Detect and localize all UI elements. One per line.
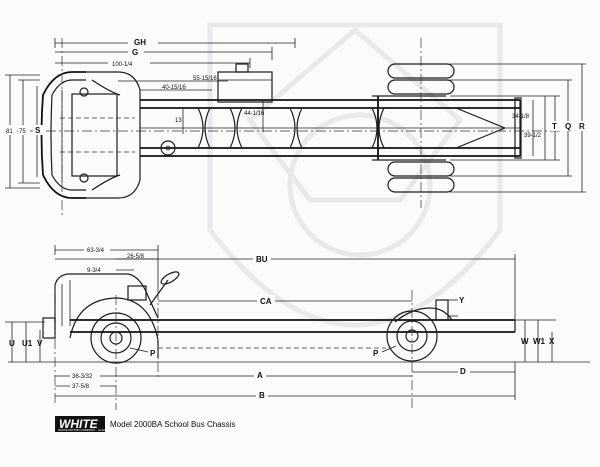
dim-y: Y: [459, 296, 465, 305]
dim-d: D: [460, 367, 466, 376]
white-logo: [55, 416, 105, 432]
plan-dimensions: GH G 100-1/4 55-15/16 40-15/16 44-1/16 1…: [5, 36, 587, 193]
side-view: [8, 271, 590, 410]
dim-44: 44-1/16: [244, 111, 265, 117]
dim-81: 81: [6, 129, 13, 135]
dim-75: 75: [19, 129, 26, 135]
dim-u: U: [9, 339, 15, 348]
dim-q: Q: [565, 122, 571, 131]
dim-37: 37-5/8: [72, 384, 90, 390]
dim-w: W: [521, 337, 529, 346]
dim-p-rear: P: [373, 349, 379, 358]
logo-subtext: WHITE MOTOR COMPANY · CLEVELAND, OHIO: [58, 428, 126, 432]
dim-9: 9-3/4: [87, 268, 101, 274]
dim-w1: W1: [533, 337, 546, 346]
dim-55: 55-15/16: [193, 76, 217, 82]
dim-r: R: [579, 122, 585, 131]
watermark-emblem: [207, 22, 503, 328]
logo-text: WHITE: [59, 417, 99, 431]
dim-63: 63-3/4: [87, 248, 105, 254]
plan-view: [10, 38, 560, 215]
model-caption: Model 2000BA School Bus Chassis: [110, 420, 235, 429]
dim-39: 39-1/2: [524, 133, 542, 139]
caption: WHITE WHITE MOTOR COMPANY · CLEVELAND, O…: [55, 416, 235, 432]
dim-s: S: [35, 126, 41, 135]
dim-34: 34-1/8: [512, 114, 530, 120]
dim-bu: BU: [256, 255, 268, 264]
dim-100: 100-1/4: [112, 62, 133, 68]
dim-u1: U1: [22, 339, 33, 348]
dim-40: 40-15/16: [162, 85, 186, 91]
dim-v: V: [37, 339, 43, 348]
dim-a: A: [257, 371, 263, 380]
side-dimensions: 63-3/4 26-5/8 9-3/4 BU CA Y U U1 V W W1: [5, 244, 556, 400]
dim-t: T: [552, 122, 557, 131]
dim-g: G: [132, 48, 138, 57]
dim-x: X: [549, 337, 555, 346]
dim-p-front: P: [150, 349, 156, 358]
dim-36: 36-3/32: [72, 374, 93, 380]
dim-b: B: [259, 391, 265, 400]
dim-26: 26-5/8: [127, 254, 145, 260]
dim-gh: GH: [134, 38, 146, 47]
dim-ca: CA: [260, 297, 272, 306]
dim-13: 13: [175, 118, 182, 124]
